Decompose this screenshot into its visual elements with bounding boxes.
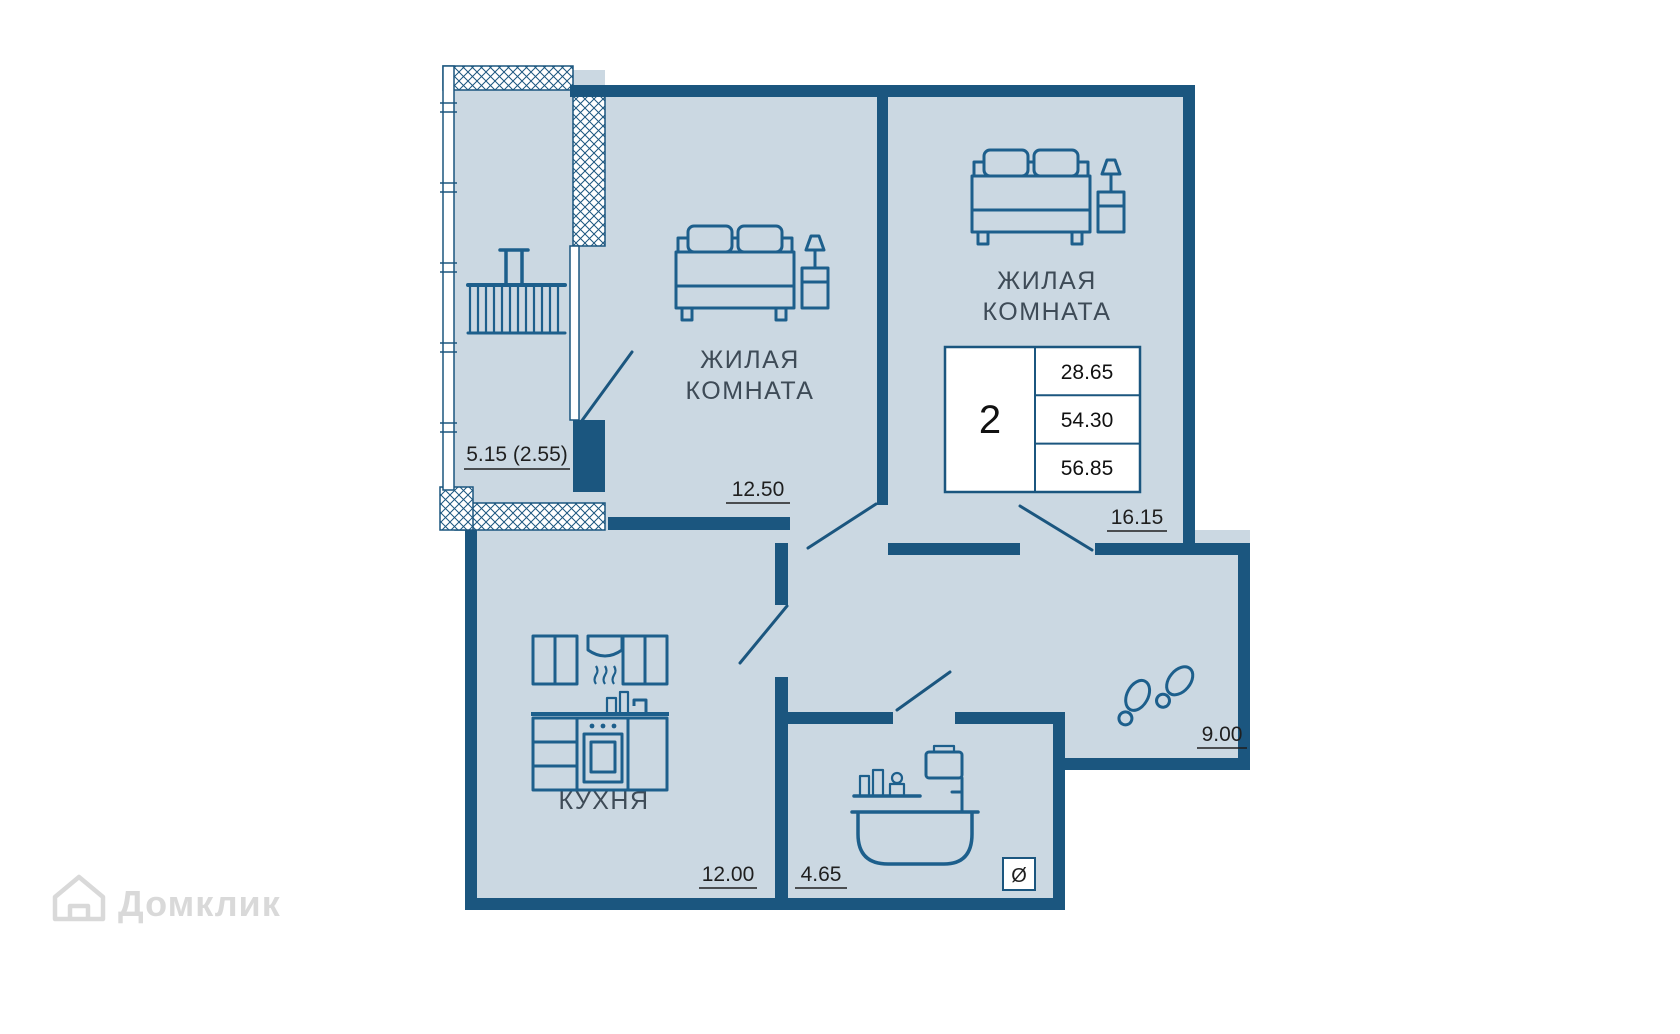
wall-hall-bottom [1065, 758, 1250, 770]
info-table-grid [1034, 347, 1140, 492]
vent-symbol-glyph: Ø [1011, 865, 1027, 887]
wall-bedroom2-bottom-left [888, 543, 1020, 555]
info-table: 2 28.65 54.30 56.85 [943, 345, 1142, 494]
bedroom1-label-line2: КОМНАТА [686, 377, 815, 405]
walls [465, 85, 1250, 910]
bedroom2-label-line1: ЖИЛАЯ [997, 267, 1097, 295]
bedroom1-label-line1: ЖИЛАЯ [700, 346, 800, 374]
door-kitchen [738, 604, 789, 665]
balcony-inner-window [569, 245, 580, 421]
railing-icon [466, 248, 567, 335]
wall-kitchen-stub [775, 543, 788, 605]
door-balcony [576, 350, 634, 428]
bedroom2-label-line2: КОМНАТА [983, 298, 1112, 326]
kitchen-stove-icon [531, 634, 669, 792]
svg-text:9.00: 9.00 [1202, 723, 1243, 746]
wall-bottom [465, 898, 1065, 910]
vent-symbol: Ø [1002, 857, 1036, 891]
area-total: 54.30 [1061, 409, 1114, 432]
wall-kitchen-left [465, 530, 477, 910]
door-bathroom [895, 670, 952, 712]
wall-bath-top-right [955, 712, 1065, 724]
kitchen-label: КУХНЯ [558, 787, 649, 815]
dim-bathroom-area: 4.65 [795, 863, 847, 889]
wall-balcony-pier [573, 420, 605, 492]
room-labels: ЖИЛАЯ КОМНАТА ЖИЛАЯ КОМНАТА КУХНЯ [558, 267, 1112, 815]
area-total-with-balcony: 56.85 [1061, 457, 1114, 480]
wall-between-bedrooms [877, 97, 888, 505]
door-bedroom1 [806, 502, 878, 550]
svg-text:12.50: 12.50 [732, 478, 785, 501]
wall-hall-right [1238, 543, 1250, 770]
wall-bedroom2-bottom-right [1095, 543, 1250, 555]
svg-text:16.15: 16.15 [1111, 506, 1164, 529]
svg-text:4.65: 4.65 [801, 863, 842, 886]
wall-bath-right [1053, 712, 1065, 910]
watermark-text: Домклик [118, 883, 281, 924]
dim-bedroom2-area: 16.15 [1107, 506, 1167, 532]
svg-text:5.15 (2.55): 5.15 (2.55) [466, 443, 568, 466]
window-tick-marks [440, 102, 457, 433]
door-leaves [576, 350, 1094, 712]
info-table-border [943, 345, 1142, 494]
dim-hallway-area: 9.00 [1197, 723, 1247, 749]
house-logo-icon [52, 874, 106, 922]
balcony-hatched-walls [439, 65, 606, 531]
dim-kitchen-area: 12.00 [699, 863, 757, 889]
balcony-window-wall [440, 65, 580, 491]
room-count: 2 [979, 398, 1001, 442]
hallway-floor [885, 530, 1250, 770]
wall-top [570, 85, 1195, 97]
wall-bedroom1-bottom [608, 517, 790, 530]
dim-bedroom1-area: 12.50 [726, 478, 790, 504]
watermark: Домклик [52, 874, 281, 924]
wall-kitchen-bath [775, 677, 788, 910]
footprints-icon [1117, 665, 1195, 727]
dimension-labels: 5.15 (2.55) 12.50 16.15 9.00 12.00 4.65 [464, 443, 1247, 889]
bathtub-icon [850, 744, 980, 866]
door-bedroom2 [1018, 504, 1094, 552]
dim-balcony-area: 5.15 (2.55) [464, 443, 570, 470]
svg-text:12.00: 12.00 [702, 863, 755, 886]
wall-right-upper [1183, 85, 1195, 555]
wall-bath-top-left [788, 712, 893, 724]
area-living: 28.65 [1061, 361, 1114, 384]
